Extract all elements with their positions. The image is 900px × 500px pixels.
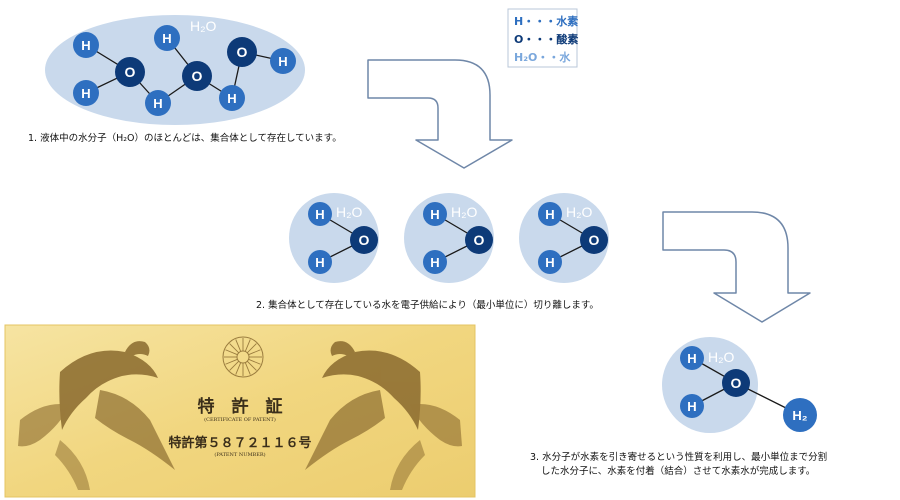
hydrogen-atom: H	[145, 90, 171, 116]
phoenix-left-icon	[18, 341, 175, 490]
hydrogen-atom: H	[308, 250, 332, 274]
hydrogen-atom: H	[73, 80, 99, 106]
svg-text:H: H	[430, 255, 439, 270]
hydrogen-atom: H	[538, 250, 562, 274]
hydrogen-atom: H	[680, 394, 704, 418]
hydrogen-atom: H	[219, 85, 245, 111]
hydrogen-atom: H	[154, 25, 180, 51]
h2o-label: H₂O	[336, 204, 363, 220]
hydrogen-atom: H	[423, 250, 447, 274]
patent-number-en: (PATENT NUMBER)	[214, 451, 265, 458]
oxygen-atom: O	[465, 226, 493, 254]
svg-text:H: H	[81, 38, 90, 53]
h2o-label: H₂O	[566, 204, 593, 220]
hydrogen-atom: H	[423, 202, 447, 226]
svg-text:H: H	[545, 255, 554, 270]
caption-step-3-line-2: した水分子に、水素を付着（結合）させて水素水が完成します。	[541, 465, 815, 477]
water-molecule: H₂O H H O	[519, 193, 609, 283]
svg-text:H: H	[430, 207, 439, 222]
oxygen-atom: O	[580, 226, 608, 254]
patent-number: 特許第５８７２１１６号	[168, 435, 311, 451]
svg-text:H: H	[315, 255, 324, 270]
caption-step-2: 2. 集合体として存在している水を電子供給により（最小単位に）切り離します。	[256, 299, 599, 311]
legend-item-hydrogen: H・・・水素	[514, 14, 578, 28]
oxygen-atom: O	[227, 37, 257, 67]
svg-text:H: H	[278, 54, 287, 69]
chrysanthemum-emblem-icon	[222, 336, 264, 378]
oxygen-atom: O	[722, 369, 750, 397]
svg-text:H: H	[687, 351, 696, 366]
h2o-label: H₂O	[190, 18, 217, 34]
process-arrow	[367, 59, 513, 169]
certificate-title: 特 許 証	[198, 396, 283, 417]
hydrogen-atom: H	[270, 48, 296, 74]
h2o-label: H₂O	[451, 204, 478, 220]
svg-text:H: H	[687, 399, 696, 414]
hydrogen-atom: H	[680, 346, 704, 370]
hydrogen-atom: H	[73, 32, 99, 58]
caption-step-1: 1. 液体中の水分子（H₂O）のほとんどは、集合体として存在しています。	[28, 132, 342, 144]
certificate-title-en: (CERTIFICATE OF PATENT)	[204, 416, 276, 423]
process-arrow	[662, 211, 811, 323]
svg-text:O: O	[125, 64, 136, 80]
oxygen-atom: O	[115, 57, 145, 87]
svg-text:H: H	[227, 91, 236, 106]
svg-text:O: O	[474, 232, 485, 248]
svg-text:H₂: H₂	[792, 408, 807, 423]
svg-text:O: O	[589, 232, 600, 248]
hydrogen-atom: H	[538, 202, 562, 226]
hydrogen-water-molecule: H₂O H H O H₂	[662, 337, 817, 433]
water-molecule: H₂O H H O	[404, 193, 494, 283]
oxygen-atom: O	[350, 226, 378, 254]
hydrogen-atom: H	[308, 202, 332, 226]
svg-text:H: H	[162, 31, 171, 46]
h2o-label: H₂O	[708, 349, 735, 365]
hydrogen-molecule: H₂	[783, 398, 817, 432]
water-molecule: H₂O H H O	[289, 193, 379, 283]
water-cluster: H₂O H H O H H O H O H	[45, 15, 305, 125]
legend: H・・・水素 O・・・酸素 H₂O・・水	[507, 8, 578, 68]
svg-text:H: H	[545, 207, 554, 222]
caption-step-3-line-1: 3. 水分子が水素を引き寄せるという性質を利用し、最小単位まで分割	[530, 451, 827, 463]
legend-item-water: H₂O・・水	[514, 50, 571, 64]
phoenix-right-icon	[305, 341, 462, 490]
patent-certificate: 特 許 証 (CERTIFICATE OF PATENT) 特許第５８７２１１６…	[4, 324, 476, 498]
svg-text:H: H	[81, 86, 90, 101]
svg-text:O: O	[731, 375, 742, 391]
svg-text:O: O	[192, 68, 203, 84]
oxygen-atom: O	[182, 61, 212, 91]
svg-text:H: H	[315, 207, 324, 222]
svg-text:O: O	[359, 232, 370, 248]
svg-text:H: H	[153, 96, 162, 111]
legend-item-oxygen: O・・・酸素	[514, 32, 578, 46]
svg-text:O: O	[237, 44, 248, 60]
